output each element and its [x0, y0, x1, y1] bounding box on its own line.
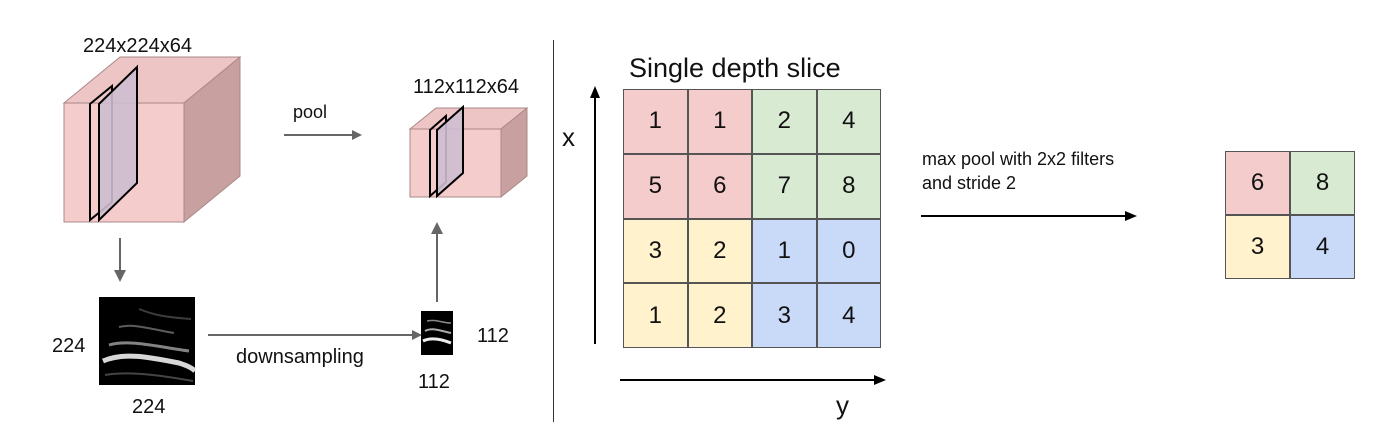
- grid-cell: 1: [752, 218, 817, 284]
- axis-y-label: y: [836, 390, 849, 420]
- input-feature-map-image: [99, 297, 197, 385]
- depth-slice-panel: [436, 104, 464, 199]
- down-arrow: [114, 238, 126, 282]
- input-volume-label: 224x224x64: [83, 35, 192, 57]
- result-cell: 4: [1290, 215, 1355, 279]
- pool-arrow-label: pool: [293, 102, 328, 122]
- input-volume-cube: [62, 55, 242, 224]
- downsampling-label: downsampling: [236, 346, 364, 368]
- grid-cell: 6: [687, 153, 752, 219]
- grid-cell: 1: [623, 283, 688, 348]
- output-image-height-label: 112: [477, 325, 509, 347]
- grid-cell: 7: [752, 153, 817, 219]
- depth-slice-grid: 1 1 2 4 5 6 7 8 3 2 1 0 1 2 3 4: [623, 89, 881, 348]
- result-cell: 6: [1225, 151, 1290, 215]
- grid-cell: 5: [623, 153, 688, 219]
- operation-label-line2: and stride 2: [922, 173, 1017, 193]
- x-axis-arrow: [590, 86, 600, 344]
- grid-cell: 2: [752, 89, 817, 154]
- up-arrow: [431, 222, 443, 302]
- input-image-height-label: 224: [52, 335, 86, 357]
- result-grid: 6 8 3 4: [1225, 151, 1355, 279]
- grid-cell: 3: [623, 218, 688, 284]
- result-cell: 3: [1225, 215, 1290, 279]
- grid-cell: 8: [816, 153, 881, 219]
- operation-label-line1: max pool with 2x2 filters: [922, 149, 1115, 169]
- input-image-width-label: 224: [132, 396, 166, 418]
- y-axis-arrow: [620, 375, 886, 385]
- depth-slice-panel: [98, 64, 138, 223]
- result-cell: 8: [1290, 151, 1355, 215]
- output-feature-map-image: [421, 311, 453, 355]
- grid-cell: 2: [687, 283, 752, 348]
- slice-title: Single depth slice: [629, 53, 841, 83]
- pool-arrow: [284, 130, 362, 140]
- pooled-volume-cube: [408, 104, 529, 199]
- axis-x-label: x: [562, 122, 575, 152]
- downsampling-arrow: [208, 330, 422, 340]
- grid-cell: 2: [687, 218, 752, 284]
- pooled-volume-label: 112x112x64: [413, 76, 520, 98]
- panel-divider: [553, 40, 554, 422]
- grid-cell: 4: [816, 89, 881, 154]
- grid-cell: 0: [816, 218, 881, 284]
- grid-cell: 1: [623, 89, 688, 154]
- output-image-width-label: 112: [418, 371, 450, 393]
- grid-cell: 3: [752, 283, 817, 348]
- operation-arrow: [921, 211, 1137, 221]
- grid-cell: 1: [687, 89, 752, 154]
- grid-cell: 4: [816, 283, 881, 348]
